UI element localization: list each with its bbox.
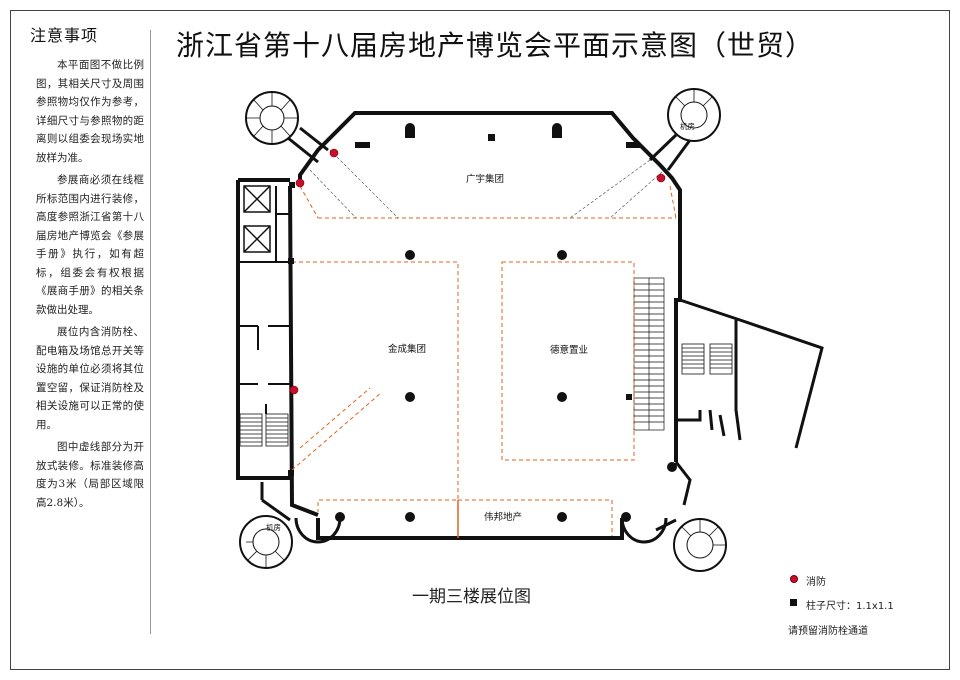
columns: [288, 123, 677, 522]
legend-column-label: 柱子尺寸：1.1x1.1: [806, 601, 894, 612]
booth-label-guangyu: 广宇集团: [466, 173, 504, 185]
booth-label-weibang: 伟邦地产: [484, 511, 522, 523]
legend-fire-label: 消防: [806, 577, 826, 588]
west-strip: [240, 186, 292, 414]
legend-note: 请预留消防栓通道: [788, 626, 868, 637]
south-bays: [294, 517, 668, 544]
note-paragraph-1: 本平面图不做比例图，其相关尺寸及周围参照物均仅作为参考，详细尺寸与参照物的距离则…: [36, 59, 144, 164]
note-paragraph-4: 图中虚线部分为开放式装修。标准装修高度为3米（局部区域限高2.8米）。: [36, 441, 144, 509]
machine-room-label-bottom: 机房: [266, 522, 281, 532]
wall-pillar-1: [405, 123, 415, 138]
column-4: [557, 392, 567, 402]
column-7: [335, 512, 345, 522]
fire-hydrant-icon: [790, 575, 798, 583]
booth-label-deyi: 德意置业: [550, 344, 588, 356]
notes-heading: 注意事项: [30, 26, 99, 45]
wall-pillar-4: [626, 142, 640, 148]
fire-hydrant-1: [329, 148, 339, 158]
fire-hydrant-4: [289, 385, 299, 395]
fire-hydrants: [289, 148, 666, 395]
pillar-w1: [288, 258, 294, 264]
column-icon: [790, 599, 797, 606]
column-8: [621, 512, 631, 522]
floor-caption: 一期三楼展位图: [412, 587, 531, 607]
spiral-stair-se: [655, 518, 727, 572]
column-9: [667, 462, 677, 472]
fire-hydrant-3: [656, 173, 666, 183]
note-paragraph-3: 展位内含消防栓、配电箱及场馆总开关等设施的单位必须将其位置空留，保证消防栓及相关…: [36, 326, 144, 431]
east-stairs: [681, 343, 733, 375]
page-frame: [10, 10, 950, 670]
page-title: 浙江省第十八届房地产博览会平面示意图（世贸）: [176, 29, 815, 62]
west-stairs: [239, 413, 289, 447]
spiral-stair-ne: [648, 88, 721, 171]
column-2: [557, 250, 567, 260]
column-square-east: [626, 394, 632, 400]
fire-hydrant-2: [295, 178, 305, 188]
spiral-stair-sw: [239, 482, 293, 569]
booth-label-jincheng: 金成集团: [388, 343, 426, 355]
pillar-w3: [289, 182, 295, 188]
elevator-shafts: [243, 185, 271, 253]
sightlines: [309, 149, 663, 219]
note-paragraph-2: 参展商必须在线框所标范围内进行装修，高度参照浙江省第十八届房地产博览会《参展手册…: [36, 174, 144, 316]
vertical-divider: [150, 30, 151, 634]
machine-room-label-top: 机房: [680, 121, 695, 131]
booth-outlines: [291, 185, 677, 536]
column-5: [405, 512, 415, 522]
spiral-stair-nw: [245, 91, 329, 164]
wall-pillar-3: [355, 142, 370, 148]
outer-walls: [236, 111, 682, 540]
wall-pillar-2: [552, 123, 562, 138]
east-annex: [674, 298, 824, 506]
notes-panel: 注意事项 本平面图不做比例图，其相关尺寸及周围参照物均仅作为参考，详细尺寸与参照…: [14, 22, 144, 516]
column-6: [557, 512, 567, 522]
column-3: [405, 392, 415, 402]
pillar-w2: [288, 470, 294, 476]
escalator: [633, 277, 665, 431]
column-1: [405, 250, 415, 260]
column-square: [488, 134, 495, 141]
